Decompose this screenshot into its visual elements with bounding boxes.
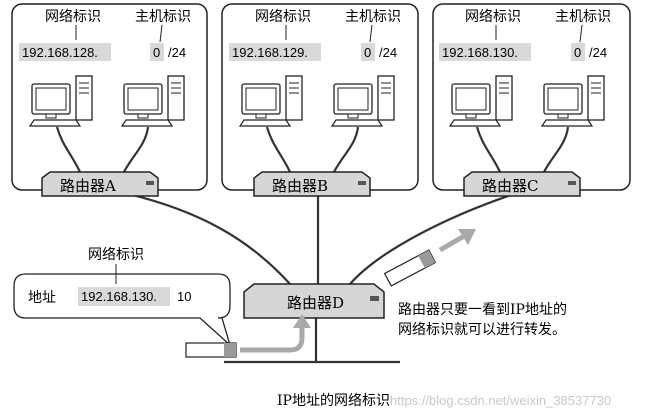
network-c-prefix: /24 [589, 45, 607, 60]
router-b: 路由器B [253, 171, 371, 197]
network-b-net-label: 网络标识 [255, 9, 311, 25]
router-a-label: 路由器A [60, 177, 116, 195]
router-c: 路由器C [463, 171, 581, 197]
note-line-1: 路由器只要一看到IP地址的 [398, 302, 567, 318]
router-b-label: 路由器B [272, 177, 328, 195]
watermark: https://blog.csdn.net/weixin_38537730 [390, 393, 611, 408]
network-b-host-label: 主机标识 [345, 9, 401, 25]
computer-icon [121, 75, 185, 127]
network-a-prefix: /24 [168, 45, 186, 60]
network-a-net-value: 192.168.128. [22, 45, 98, 60]
bubble-net-value: 192.168.130. [81, 289, 157, 304]
network-a-host-value: 0 [153, 45, 160, 60]
bubble-address-label: 地址 [28, 290, 56, 306]
packet-outgoing-icon [383, 249, 437, 287]
bubble-net-highlight [78, 287, 170, 306]
bubble-title: 网络标识 [88, 247, 144, 263]
network-a-net-label: 网络标识 [45, 9, 101, 25]
network-c-net-value: 192.168.130. [442, 45, 518, 60]
bubble-host-value: 10 [177, 289, 191, 304]
note-line-2: 网络标识就可以进行转发。 [398, 322, 566, 338]
network-c-net-highlight [439, 43, 531, 61]
network-b-prefix: /24 [379, 45, 397, 60]
router-a: 路由器A [41, 171, 159, 197]
computer-icon [29, 75, 93, 127]
computer-icon [331, 75, 395, 127]
arrow-in-icon [240, 326, 305, 353]
computer-icon [239, 75, 303, 127]
speech-bubble [13, 273, 232, 348]
router-c-label: 路由器C [482, 177, 538, 195]
arrow-out-icon [438, 232, 468, 253]
wan-cables [119, 190, 521, 364]
computer-icon [541, 75, 605, 127]
network-c-host-highlight [571, 43, 585, 61]
network-b-net-highlight [229, 43, 321, 61]
packet-incoming-icon [185, 342, 237, 358]
network-b-host-highlight [361, 43, 375, 61]
network-c-host-label: 主机标识 [555, 9, 611, 25]
network-a-net-highlight [19, 43, 111, 61]
network-b-host-value: 0 [364, 45, 371, 60]
network-b-net-value: 192.168.129. [232, 45, 308, 60]
network-c-net-label: 网络标识 [465, 9, 521, 25]
router-d-label: 路由器D [287, 294, 344, 312]
figure-caption: IP地址的网络标识 [277, 393, 390, 409]
network-a-host-highlight [150, 43, 164, 61]
lan-cables [55, 126, 570, 173]
network-c-host-value: 0 [574, 45, 581, 60]
computer-icon [449, 75, 513, 127]
network-a-host-label: 主机标识 [135, 9, 191, 25]
router-d: 路由器D [243, 283, 385, 319]
